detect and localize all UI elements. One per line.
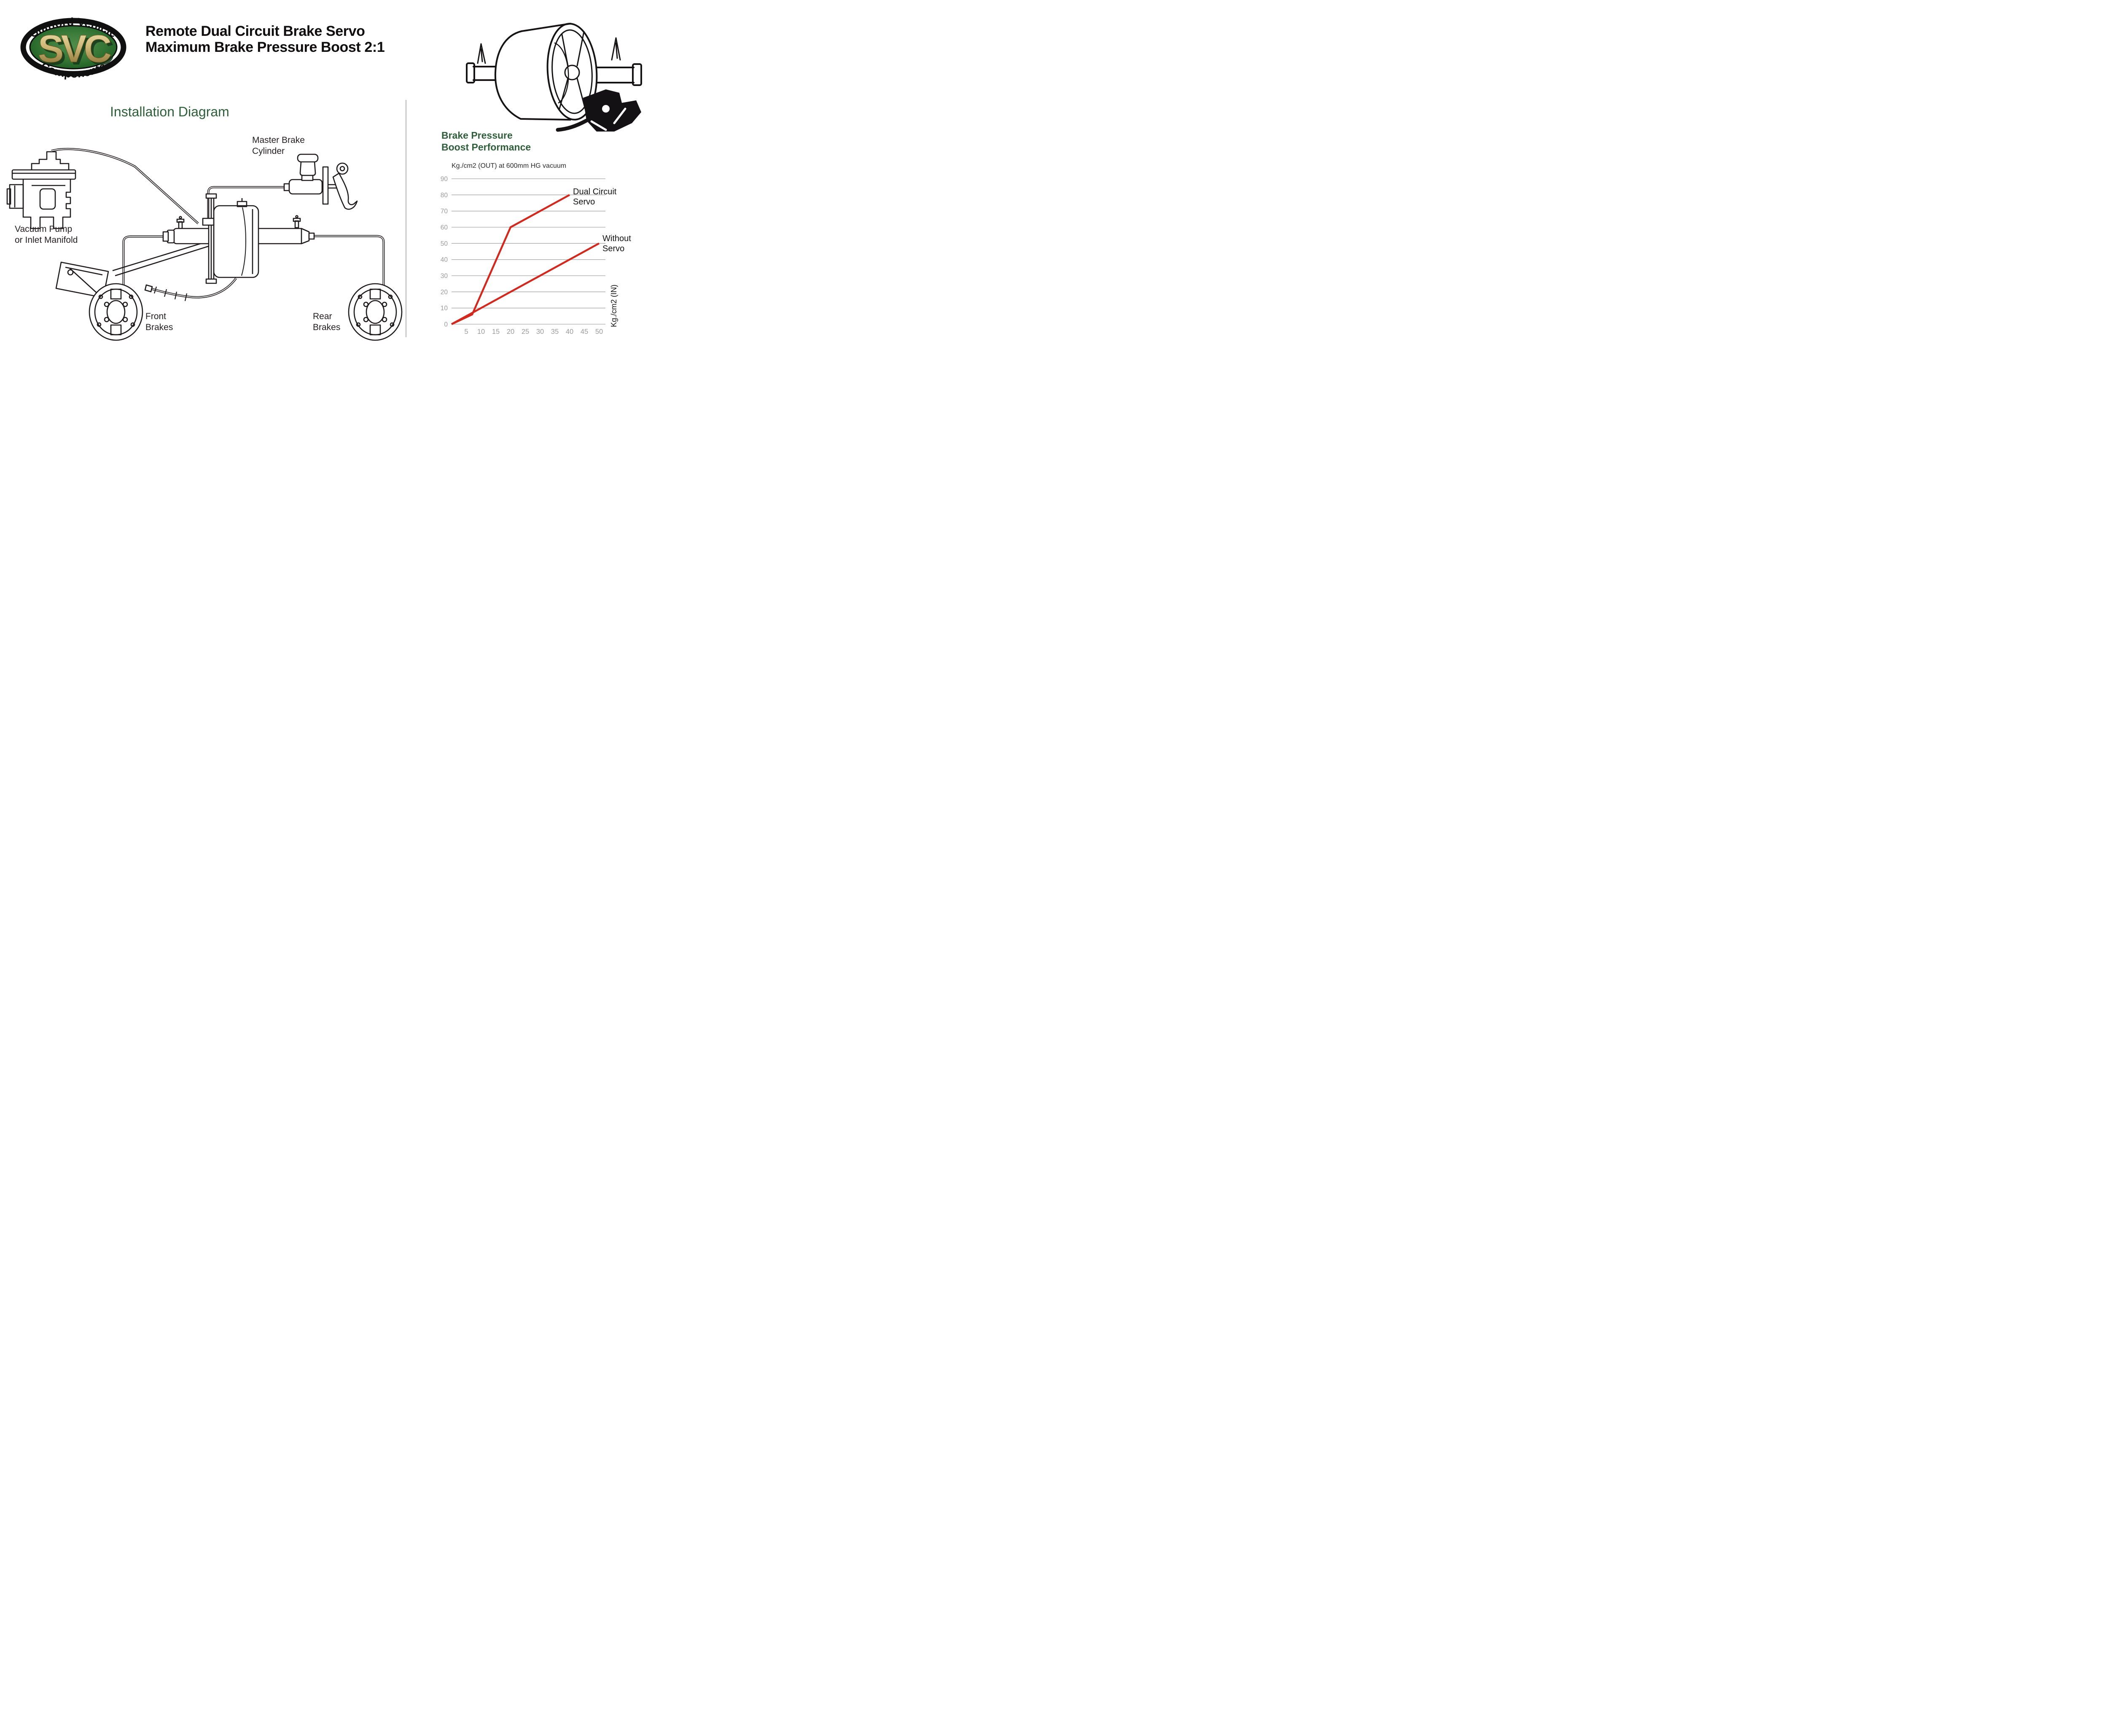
logo-monogram: SVC	[38, 27, 111, 70]
svg-text:45: 45	[581, 328, 588, 336]
label-vacuum-pump: Vacuum Pump or Inlet Manifold	[15, 224, 78, 245]
servo-drawing	[202, 193, 259, 284]
svg-text:20: 20	[441, 289, 448, 296]
brake-pedal	[332, 162, 358, 210]
servo-hub	[564, 64, 580, 81]
svg-text:20: 20	[507, 328, 514, 336]
svg-text:25: 25	[522, 328, 529, 336]
label-master-brake-cylinder: Master Brake Cylinder	[252, 135, 305, 156]
rear-brake-pipe	[314, 235, 385, 287]
installation-heading: Installation Diagram	[110, 104, 229, 119]
servo-bracket-hole	[602, 105, 610, 113]
servo-end-plate-outer	[546, 23, 598, 121]
installation-diagram	[6, 148, 403, 341]
servo-left-cap	[466, 62, 475, 83]
svg-text:10: 10	[441, 305, 448, 312]
label-front-brakes: Front Brakes	[145, 312, 173, 332]
vacuum-pump-drawing	[6, 151, 76, 229]
servo-canister-body	[494, 23, 571, 121]
front-brake-pipe	[122, 235, 163, 287]
chart-right-axis-label: Kg./cm2 (IN)	[610, 284, 618, 327]
svg-text:35: 35	[551, 328, 559, 336]
svg-text:50: 50	[441, 240, 448, 247]
svg-text:90: 90	[441, 176, 448, 183]
servo-bracket-slots	[590, 107, 626, 131]
servo-spokes	[559, 31, 586, 111]
chart-canvas: 0 10 20 30 40 50 60 70 80 90 5 10 15 20 25 30 35 40 45 50	[441, 176, 605, 336]
svg-text:50: 50	[595, 328, 603, 336]
svg-text:80: 80	[441, 192, 448, 199]
chart-top-axis-label: Kg./cm2 (OUT) at 600mm HG vacuum	[452, 162, 567, 169]
master-cylinder-drawing	[283, 153, 358, 210]
svg-text:60: 60	[441, 224, 448, 231]
page-title: Remote Dual Circuit Brake Servo Maximum …	[145, 23, 385, 55]
svg-text:40: 40	[566, 328, 573, 336]
servo-bracket-strap	[556, 118, 589, 132]
pressure-boost-chart: 0 10 20 30 40 50 60 70 80 90 5 10 15 20 25 30 35 40 45 50 D…	[434, 173, 632, 346]
servo-hose	[144, 277, 237, 301]
legend-dual-circuit-servo: Dual Circuit Servo	[573, 187, 617, 207]
svg-text:5: 5	[464, 328, 468, 336]
svg-text:40: 40	[441, 256, 448, 263]
vacuum-pipe	[51, 148, 199, 224]
servo-bracket	[583, 89, 641, 132]
svc-logo: Stafford Vehicle SVC SVC Components	[20, 16, 126, 80]
front-brake-drum	[89, 283, 143, 341]
servo-right-cap	[632, 63, 642, 86]
label-rear-brakes: Rear Brakes	[313, 312, 341, 332]
servo-product-illustration	[466, 23, 642, 132]
title-line-2: Maximum Brake Pressure Boost 2:1	[145, 39, 385, 55]
logo-monogram-shadow: SVC	[40, 30, 113, 73]
logo-oval-green	[29, 25, 118, 70]
servo-end-plate-inner	[551, 29, 593, 114]
servo-inner-arc	[554, 42, 569, 104]
title-line-1: Remote Dual Circuit Brake Servo	[145, 23, 365, 39]
page: Stafford Vehicle SVC SVC Components Remo…	[0, 0, 652, 347]
rear-brake-drum	[348, 283, 403, 341]
master-cylinder-pipe	[207, 186, 285, 218]
svg-text:70: 70	[441, 208, 448, 215]
servo-left-spike	[477, 43, 486, 64]
svg-text:30: 30	[536, 328, 544, 336]
servo-right-spike	[611, 37, 621, 61]
servo-right-fitting	[596, 67, 635, 83]
svg-text:0: 0	[444, 321, 448, 328]
chart-heading: Brake Pressure Boost Performance	[441, 130, 531, 153]
legend-without-servo: Without Servo	[602, 234, 631, 253]
svg-text:30: 30	[441, 273, 448, 280]
servo-inlet-port	[202, 218, 215, 226]
svg-text:15: 15	[492, 328, 500, 336]
svg-text:10: 10	[477, 328, 485, 336]
servo-left-fitting	[473, 66, 496, 81]
